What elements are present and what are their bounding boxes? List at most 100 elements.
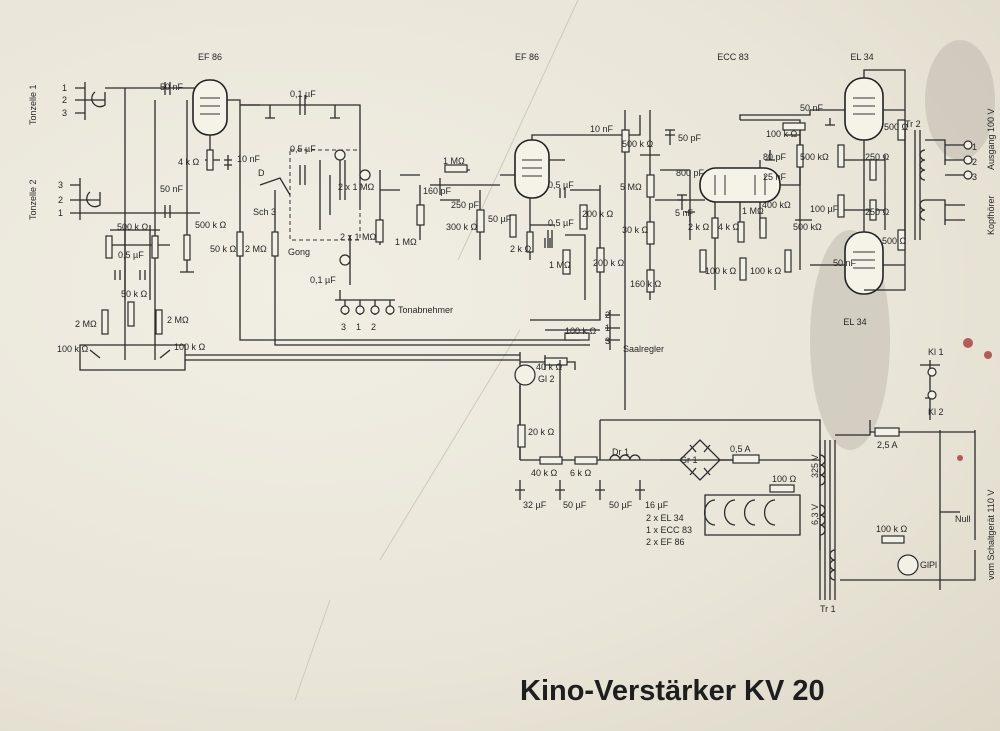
- tube-list-item: 2 x EL 34: [646, 513, 684, 523]
- value-label: 0,1 µF: [290, 89, 316, 99]
- tonabnehmer-connector: [335, 290, 395, 315]
- pin-label: 1: [605, 323, 610, 333]
- tr1-label: Tr 1: [820, 604, 836, 614]
- value-label: 50 µF: [488, 214, 512, 224]
- tube-v3: [699, 119, 801, 290]
- switch-sch3-label: Sch 3: [253, 207, 276, 217]
- pin-label: 1: [972, 142, 977, 152]
- input-tonzelle1-label: Tonzelle 1: [28, 84, 38, 125]
- value-label: 100 k Ω: [174, 342, 206, 352]
- rectifier-gr1-label: Gr 1: [680, 455, 698, 465]
- value-label: 800 pF: [676, 168, 705, 178]
- value-label: 250 pF: [451, 200, 480, 210]
- input-tonzelle2-label: Tonzelle 2: [28, 179, 38, 220]
- value-label: 500 k Ω: [117, 222, 149, 232]
- voltage-label: 325 V: [810, 454, 820, 478]
- pin-label: 2: [972, 157, 977, 167]
- terminals-kl: [920, 360, 976, 590]
- tube-v5-label: EL 34: [843, 317, 866, 327]
- pin-label: 2: [371, 322, 376, 332]
- value-label: 2 MΩ: [245, 244, 267, 254]
- tube-v1: [192, 79, 260, 210]
- fuse-label: 0,5 A: [730, 444, 751, 454]
- value-label: 80 pF: [763, 152, 787, 162]
- value-label: 500 Ω: [882, 236, 907, 246]
- tube-v3-label: ECC 83: [717, 52, 749, 62]
- value-label: 100 Ω: [772, 474, 797, 484]
- tr2-label: Tr 2: [905, 119, 921, 129]
- pilot-lamp-gl2: [514, 364, 536, 386]
- tube-v4-label: EL 34: [850, 52, 873, 62]
- red-mark: [984, 351, 992, 359]
- value-label: 0,5 µF: [290, 144, 316, 154]
- value-label: 2 k Ω: [688, 222, 710, 232]
- voltage-label: 6,3 V: [810, 504, 820, 525]
- value-label: 500 k Ω: [622, 139, 654, 149]
- value-label: 100 k Ω: [565, 326, 597, 336]
- value-label: 200 k Ω: [593, 258, 625, 268]
- choke-dr1-label: Dr 1: [612, 447, 629, 457]
- value-label: 100 k Ω: [705, 266, 737, 276]
- tube-list-item: 1 x ECC 83: [646, 525, 692, 535]
- value-label: 250 Ω: [865, 152, 890, 162]
- value-label: 1 MΩ: [549, 260, 571, 270]
- red-mark: [957, 455, 963, 461]
- terminal-kl1-label: Kl 1: [928, 347, 944, 357]
- value-label: 30 k Ω: [622, 225, 649, 235]
- pin-label: 2: [62, 95, 67, 105]
- null-label: Null: [955, 514, 971, 524]
- mains-input-label: vom Schaltgerät 110 V: [986, 490, 996, 580]
- value-label: 2 MΩ: [75, 319, 97, 329]
- value-label: 250 Ω: [865, 207, 890, 217]
- saalregler-connector: [545, 310, 620, 350]
- input-section: [70, 82, 200, 371]
- value-label: 50 nF: [833, 258, 857, 268]
- value-label: 0,1 µF: [310, 275, 336, 285]
- value-label: 32 µF: [523, 500, 547, 510]
- pin-label: 2: [605, 310, 610, 320]
- value-label: 100 µF: [810, 204, 839, 214]
- value-label: 0,5 µF: [548, 180, 574, 190]
- value-label: 25 nF: [763, 172, 787, 182]
- tube-v4: [844, 77, 884, 141]
- value-label: 400 kΩ: [762, 200, 791, 210]
- value-label: 100 k Ω: [876, 524, 908, 534]
- value-label: 200 k Ω: [582, 209, 614, 219]
- value-label: 4 k Ω: [718, 222, 740, 232]
- value-label: 300 k Ω: [446, 222, 478, 232]
- value-label: 0,5 µF: [548, 218, 574, 228]
- value-label: 2 x 1 MΩ: [340, 232, 377, 242]
- pin-label: 3: [605, 336, 610, 346]
- headphone-label: Kopfhörer: [986, 195, 996, 235]
- pin-label: 3: [341, 322, 346, 332]
- value-label: 50 nF: [160, 82, 184, 92]
- lamp-glpl-label: GlPl: [920, 560, 937, 570]
- lamp-gl2-label: Gl 2: [538, 374, 555, 384]
- value-label: 100 k Ω: [57, 344, 89, 354]
- value-label: 16 µF: [645, 500, 669, 510]
- value-label: 500 kΩ: [800, 152, 829, 162]
- value-label: 50 nF: [160, 184, 184, 194]
- mains-transformer-tr1: [819, 420, 976, 600]
- value-label: 50 nF: [800, 103, 824, 113]
- value-label: 500 kΩ: [793, 222, 822, 232]
- output-transformer-tr2: [904, 130, 973, 240]
- value-label: 5 MΩ: [620, 182, 642, 192]
- diagram-title: Kino-Verstärker KV 20: [520, 675, 825, 707]
- value-label: 40 k Ω: [536, 362, 563, 372]
- value-label: 50 µF: [563, 500, 587, 510]
- pin-label: 3: [972, 172, 977, 182]
- value-label: 500 k Ω: [195, 220, 227, 230]
- pin-label: 1: [58, 208, 63, 218]
- output-label: Ausgang 100 V: [986, 108, 996, 170]
- saalregler-label: Saalregler: [623, 344, 664, 354]
- paper-stain: [925, 40, 995, 160]
- value-label: 10 nF: [590, 124, 614, 134]
- value-label: 0,5 µF: [118, 250, 144, 260]
- value-label: 1 MΩ: [443, 156, 465, 166]
- fuse-label: 2,5 A: [877, 440, 898, 450]
- red-mark: [963, 338, 973, 348]
- tube-v2: [500, 139, 565, 260]
